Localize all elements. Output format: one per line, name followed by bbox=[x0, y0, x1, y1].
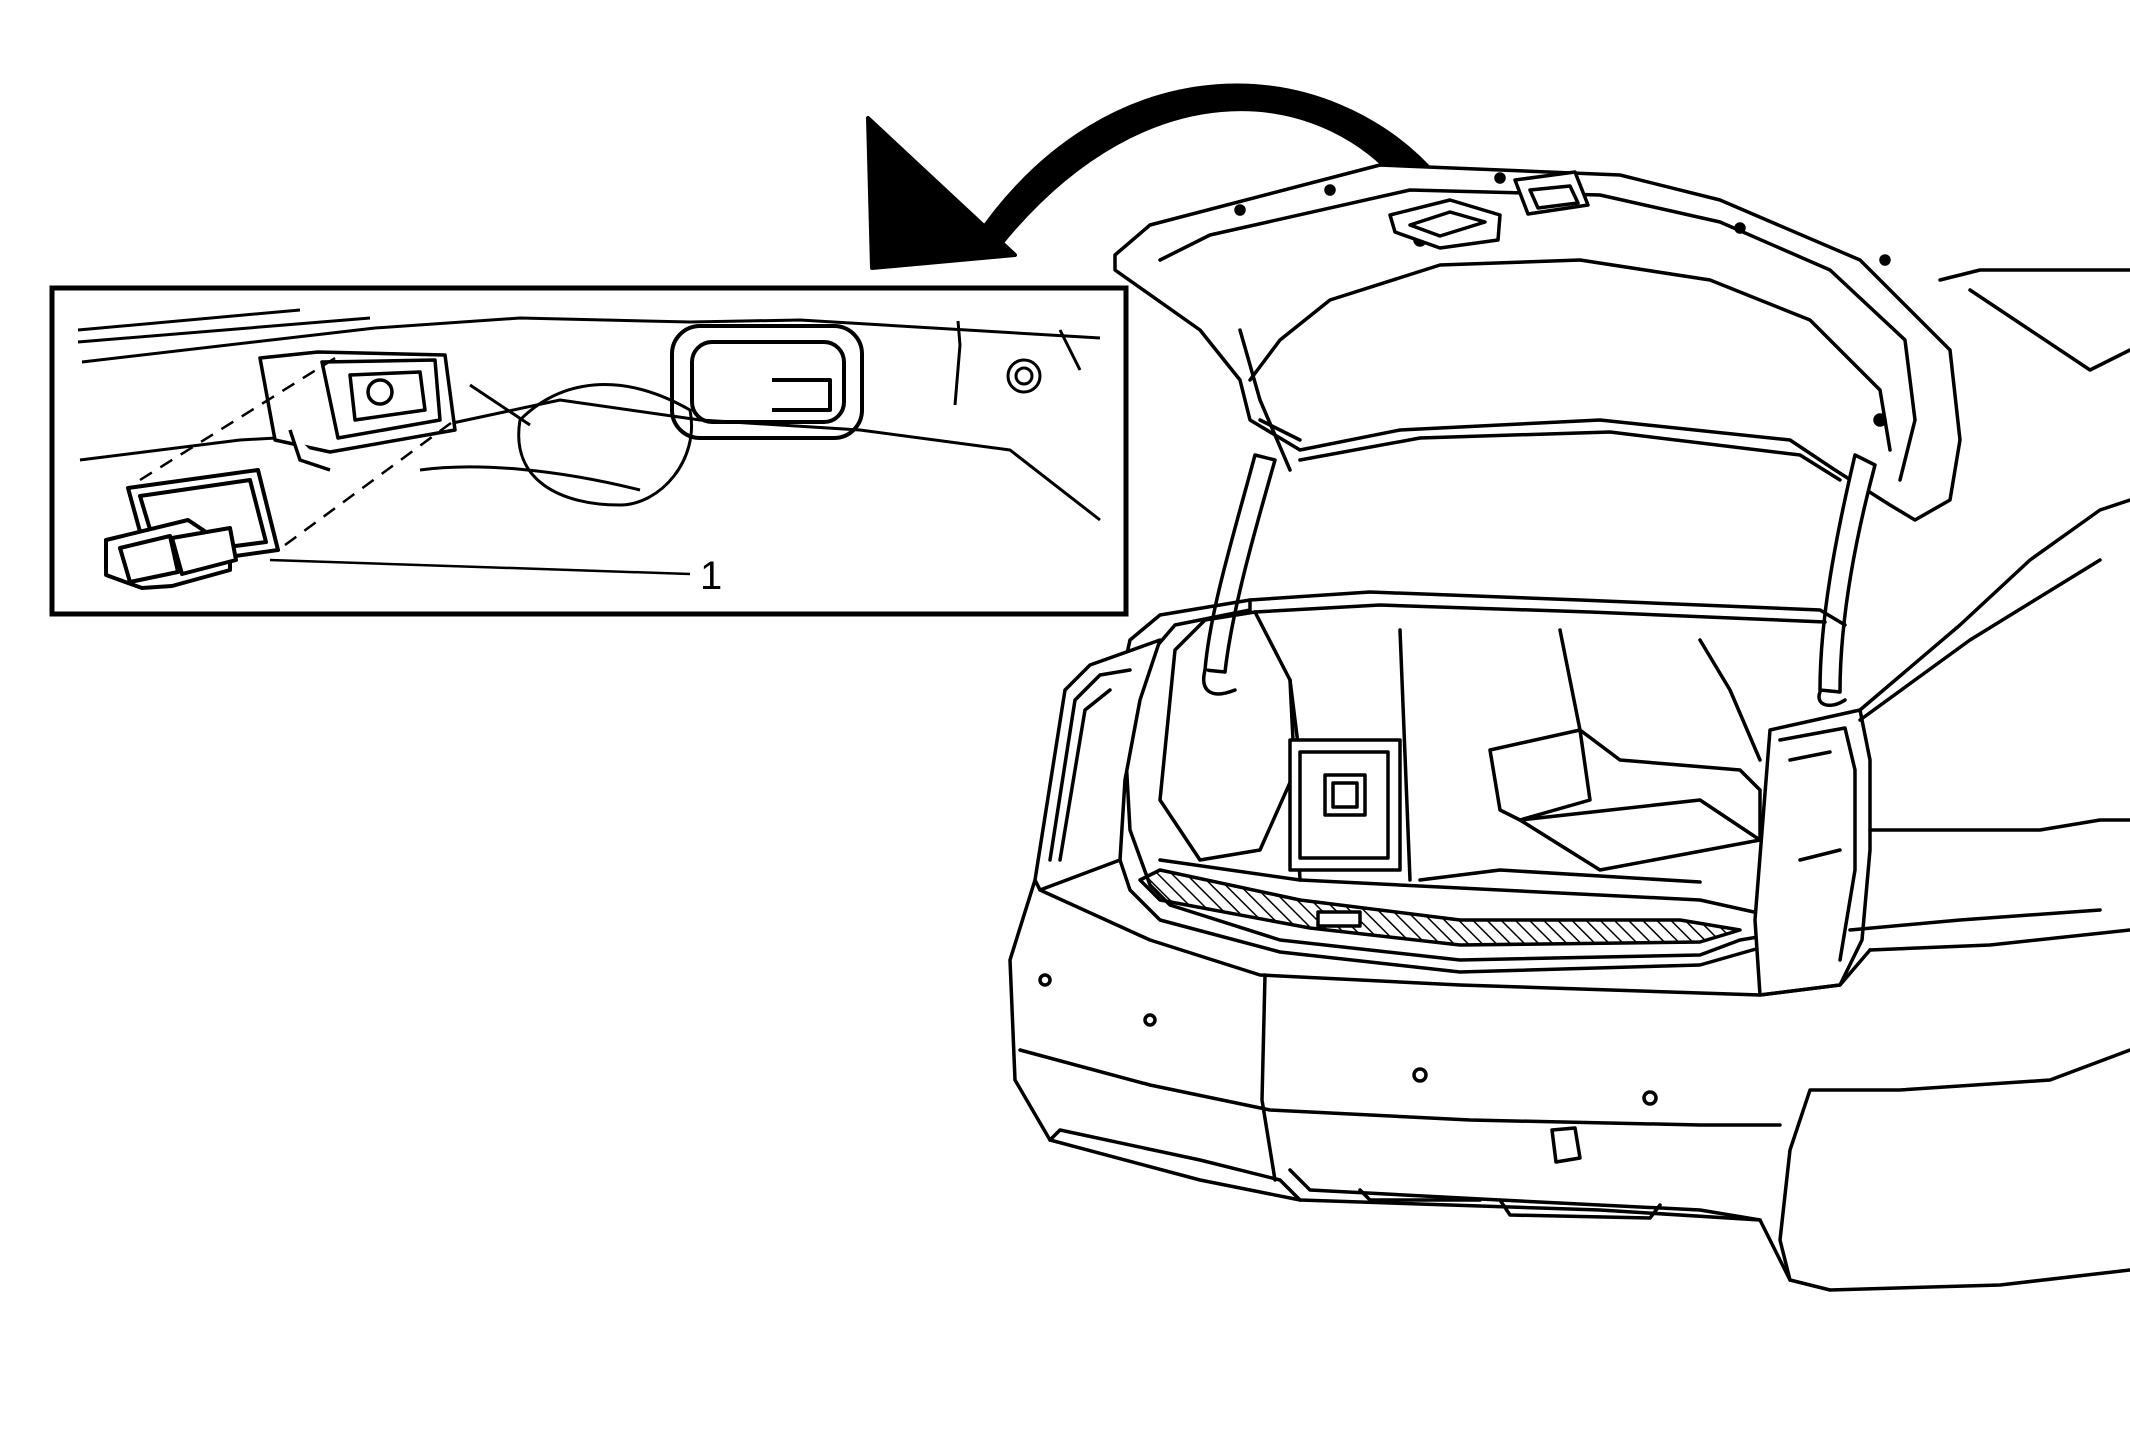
trunk-release-switch bbox=[104, 468, 280, 590]
inset-handle-opening bbox=[670, 324, 864, 440]
detail-inset: 1 bbox=[49, 285, 1129, 617]
trunk-lid-open bbox=[1113, 163, 1962, 522]
inset-switch-housing bbox=[258, 350, 457, 472]
removal-direction-arrow bbox=[866, 83, 1442, 270]
trunk-sill-plate bbox=[1138, 868, 1742, 947]
taillamp-right bbox=[1753, 708, 1872, 997]
inset-removal-guides bbox=[139, 353, 456, 547]
trunk-interior bbox=[1158, 610, 1792, 922]
trunk-opening-seal bbox=[1106, 598, 1802, 974]
taillamp-left bbox=[1033, 638, 1162, 892]
callout-leader bbox=[269, 558, 691, 576]
trunk-hinge-right bbox=[1817, 453, 1877, 708]
sill-striker bbox=[1316, 910, 1362, 928]
lid-pull-handle bbox=[1513, 170, 1590, 216]
inset-bumper-knob bbox=[1006, 358, 1042, 394]
trunk-hinge-left bbox=[1202, 453, 1277, 696]
rear-bumper bbox=[1008, 878, 2130, 1292]
lid-underside-detail bbox=[77, 308, 1101, 522]
callout-label: 1 bbox=[700, 554, 722, 598]
lid-switch-location bbox=[1388, 198, 1502, 250]
vehicle-rear bbox=[1008, 163, 2130, 1292]
